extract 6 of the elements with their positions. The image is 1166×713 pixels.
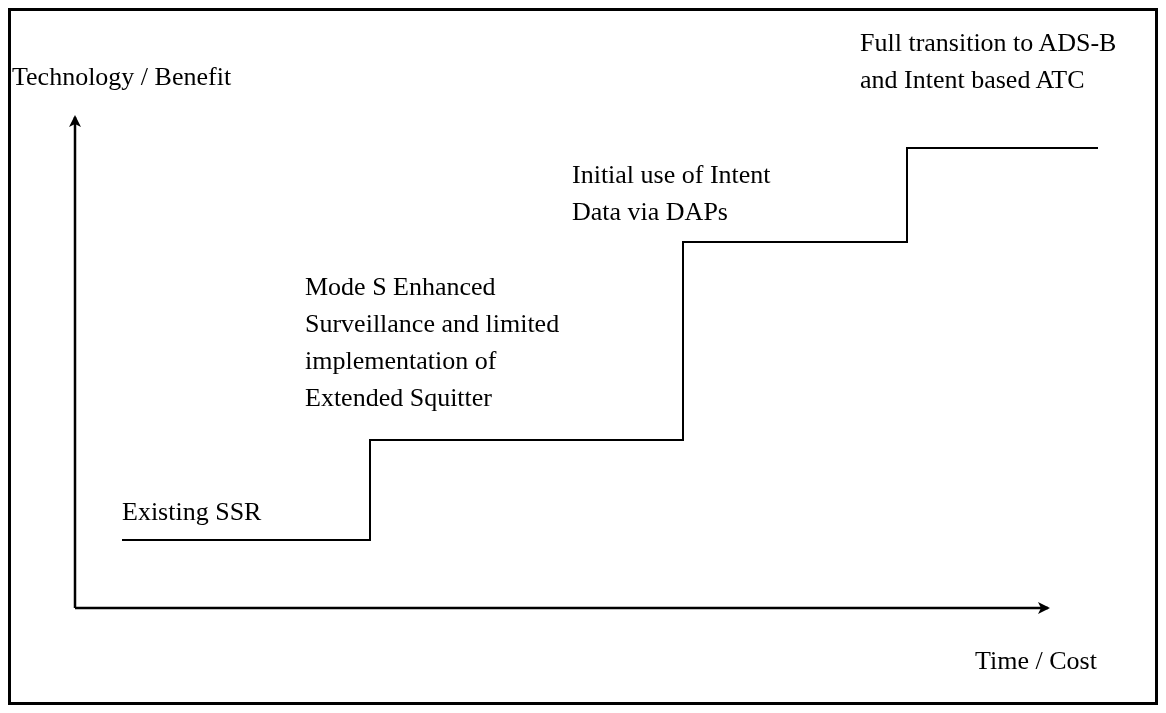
- step-label: Initial use of Intent Data via DAPs: [572, 159, 772, 228]
- axis-label: Time / Cost: [975, 645, 1098, 677]
- step-label: Full transition to ADS-B and Intent based ATC: [860, 27, 1118, 96]
- step-label: Mode S Enhanced Surveillance and limited implementation of Extended Squitter: [305, 271, 561, 414]
- axis-label: Technology / Benefit: [12, 61, 233, 93]
- step-label: Existing SSR: [122, 496, 263, 528]
